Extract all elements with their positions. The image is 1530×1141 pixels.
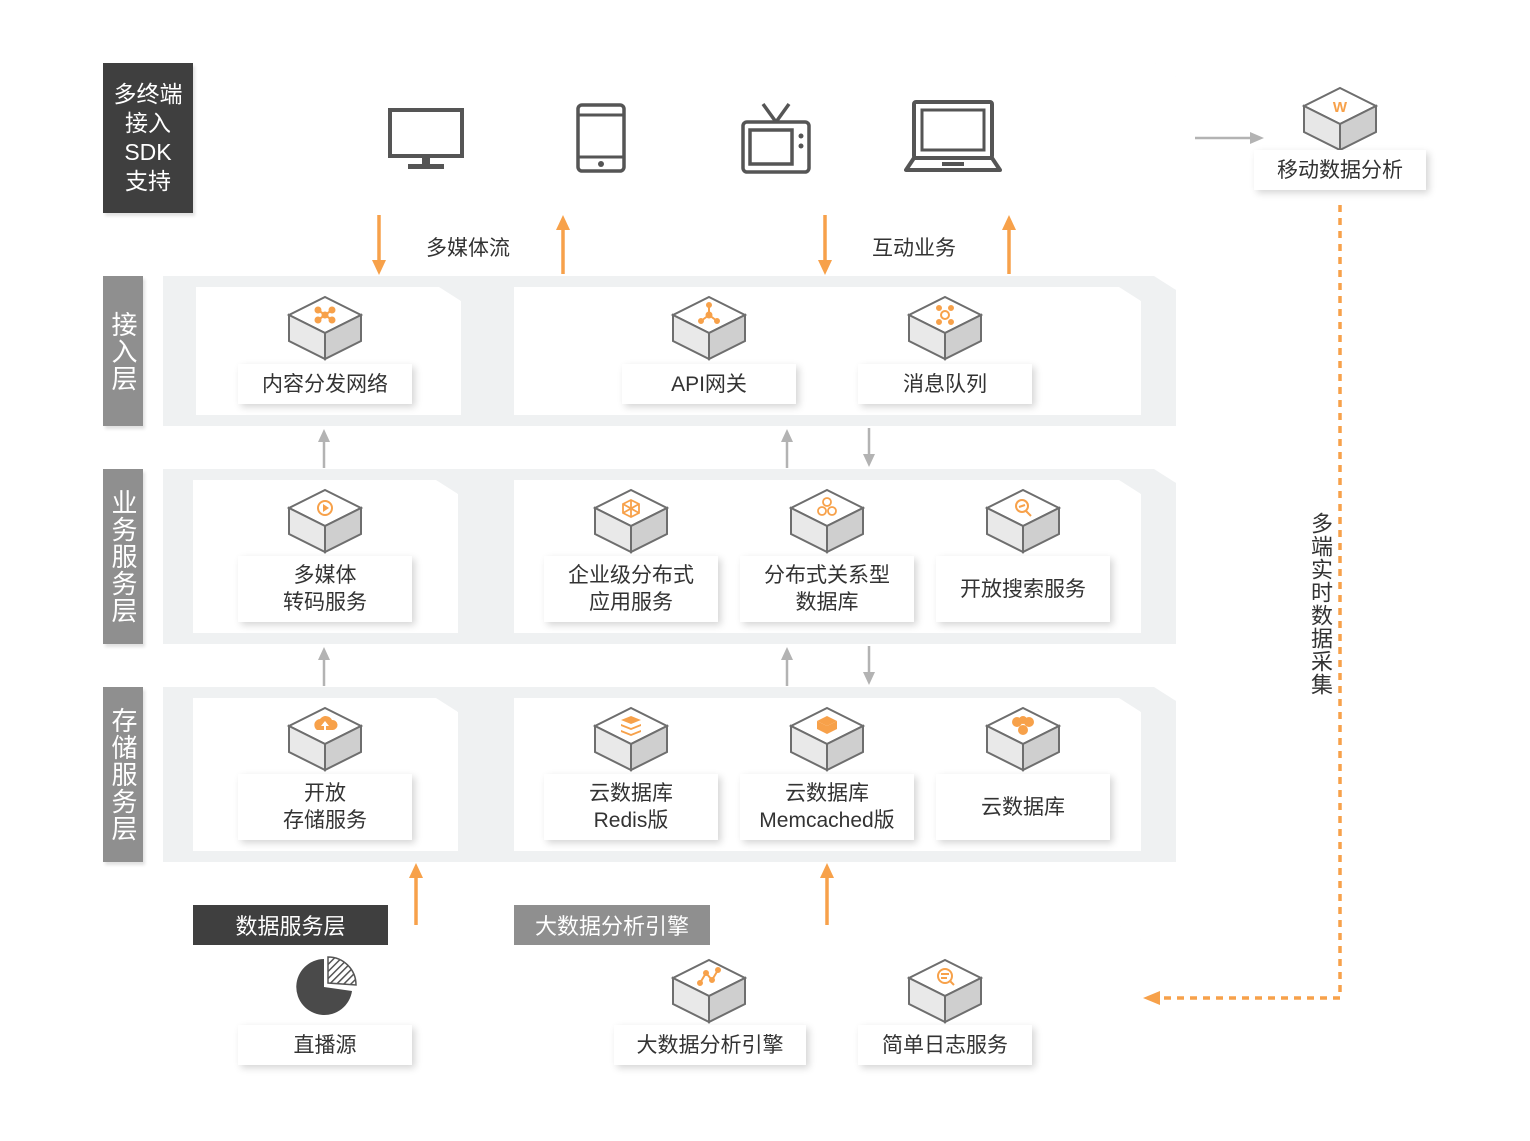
multi-terminal-collect-label: 多端实时数据采集 xyxy=(1308,512,1333,696)
distributed-app-icon xyxy=(591,486,671,556)
phone-icon xyxy=(576,103,626,173)
transcode-label: 多媒体 转码服务 xyxy=(238,556,412,622)
pie-chart-icon xyxy=(296,956,357,1015)
mobile-analysis-label: 移动数据分析 xyxy=(1254,150,1426,190)
bigdata-engine-icon xyxy=(669,956,749,1026)
tv-icon xyxy=(741,102,811,174)
data-service-tag: 数据服务层 xyxy=(193,905,388,945)
storage-service-label: 开放 存储服务 xyxy=(238,774,412,840)
memcached-icon xyxy=(787,704,867,774)
message-queue-icon xyxy=(905,293,985,363)
api-gateway-icon xyxy=(669,293,749,363)
cloud-db-icon xyxy=(983,704,1063,774)
service-layer-side-label: 业务服务层 xyxy=(103,469,143,644)
relational-db-icon xyxy=(787,486,867,556)
storage-service-icon xyxy=(285,704,365,774)
transcode-icon xyxy=(285,486,365,556)
search-service-label: 开放搜索服务 xyxy=(936,556,1110,622)
bigdata-tag: 大数据分析引擎 xyxy=(514,905,710,945)
api-gateway-label: API网关 xyxy=(622,364,796,404)
cloud-db-label: 云数据库 xyxy=(936,774,1110,840)
message-queue-label: 消息队列 xyxy=(858,364,1032,404)
live-source-label: 直播源 xyxy=(238,1025,412,1065)
relational-db-label: 分布式关系型 数据库 xyxy=(740,556,914,622)
access-layer-side-label: 接入层 xyxy=(103,276,143,426)
interaction-flow-label: 互动业务 xyxy=(872,237,956,260)
redis-icon xyxy=(591,704,671,774)
memcached-label: 云数据库 Memcached版 xyxy=(740,774,914,840)
bigdata-engine-label: 大数据分析引擎 xyxy=(614,1025,806,1065)
log-service-label: 简单日志服务 xyxy=(858,1025,1032,1065)
multimedia-flow-label: 多媒体流 xyxy=(426,237,510,260)
mobile-analysis-cube-icon: W xyxy=(1300,84,1380,154)
distributed-app-label: 企业级分布式 应用服务 xyxy=(544,556,718,622)
svg-text:W: W xyxy=(1333,99,1348,116)
search-service-icon xyxy=(983,486,1063,556)
redis-label: 云数据库 Redis版 xyxy=(544,774,718,840)
device-panel xyxy=(212,63,1176,213)
cdn-label: 内容分发网络 xyxy=(238,364,412,404)
cdn-icon xyxy=(285,293,365,363)
log-service-icon xyxy=(905,956,985,1026)
storage-layer-side-label: 存储服务层 xyxy=(103,687,143,862)
monitor-icon xyxy=(388,108,464,169)
access-right-panel xyxy=(514,287,1141,415)
laptop-icon xyxy=(904,100,1002,172)
sdk-side-label: 多终端 接入 SDK 支持 xyxy=(103,63,193,213)
